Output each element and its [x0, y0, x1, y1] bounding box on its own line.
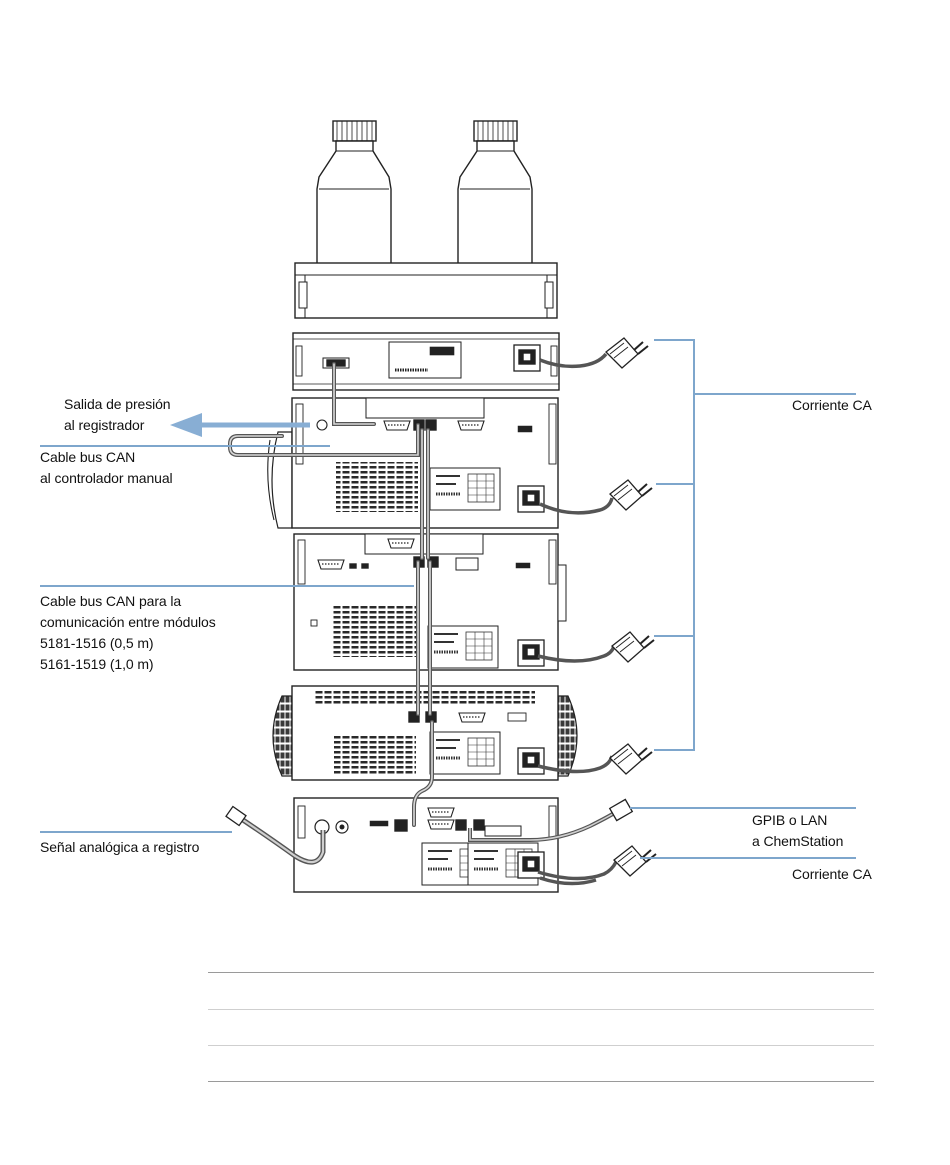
- solvent-bottle-right: [458, 121, 532, 264]
- footer-rule-1: [208, 972, 874, 973]
- power-plug-detector: [614, 846, 656, 876]
- power-plug-autosampler: [612, 632, 654, 662]
- can-cable-modules-line-2: comunicación entre módulos: [40, 612, 216, 633]
- can-cable-manual-label: Cable bus CAN al controlador manual: [40, 447, 173, 489]
- solvent-cabinet: [295, 263, 557, 318]
- footer-rule-3: [208, 1045, 874, 1046]
- column-compartment-module: [273, 686, 577, 780]
- pressure-output-line-1: Salida de presión: [64, 394, 171, 415]
- power-plug-column: [610, 744, 652, 774]
- analog-signal-label: Señal analógica a registro: [40, 837, 199, 858]
- can-cable-modules-line-4: 5161-1519 (1,0 m): [40, 654, 216, 675]
- can-cable-modules-label: Cable bus CAN para la comunicación entre…: [40, 591, 216, 675]
- can-cable-modules-line-1: Cable bus CAN para la: [40, 591, 216, 612]
- gpib-lan-line-1: GPIB o LAN: [752, 810, 843, 831]
- power-plug-pump: [610, 480, 652, 510]
- pressure-output-label: Salida de presión al registrador: [64, 394, 171, 436]
- pressure-output-line-2: al registrador: [64, 415, 171, 436]
- detector-module: [294, 798, 558, 892]
- gpib-lan-label: GPIB o LAN a ChemStation: [752, 810, 843, 852]
- can-cable-modules-line-3: 5181-1516 (0,5 m): [40, 633, 216, 654]
- power-plug-degasser: [606, 338, 648, 368]
- footer-rule-2: [208, 1009, 874, 1010]
- ac-power-label-top: Corriente CA: [792, 395, 872, 416]
- footer-rule-4: [208, 1081, 874, 1082]
- can-cable-manual-line-2: al controlador manual: [40, 468, 173, 489]
- can-cable-manual-line-1: Cable bus CAN: [40, 447, 173, 468]
- ac-power-label-bottom: Corriente CA: [792, 864, 872, 885]
- pump-module: [268, 398, 558, 528]
- solvent-bottle-left: [317, 121, 391, 264]
- gpib-lan-line-2: a ChemStation: [752, 831, 843, 852]
